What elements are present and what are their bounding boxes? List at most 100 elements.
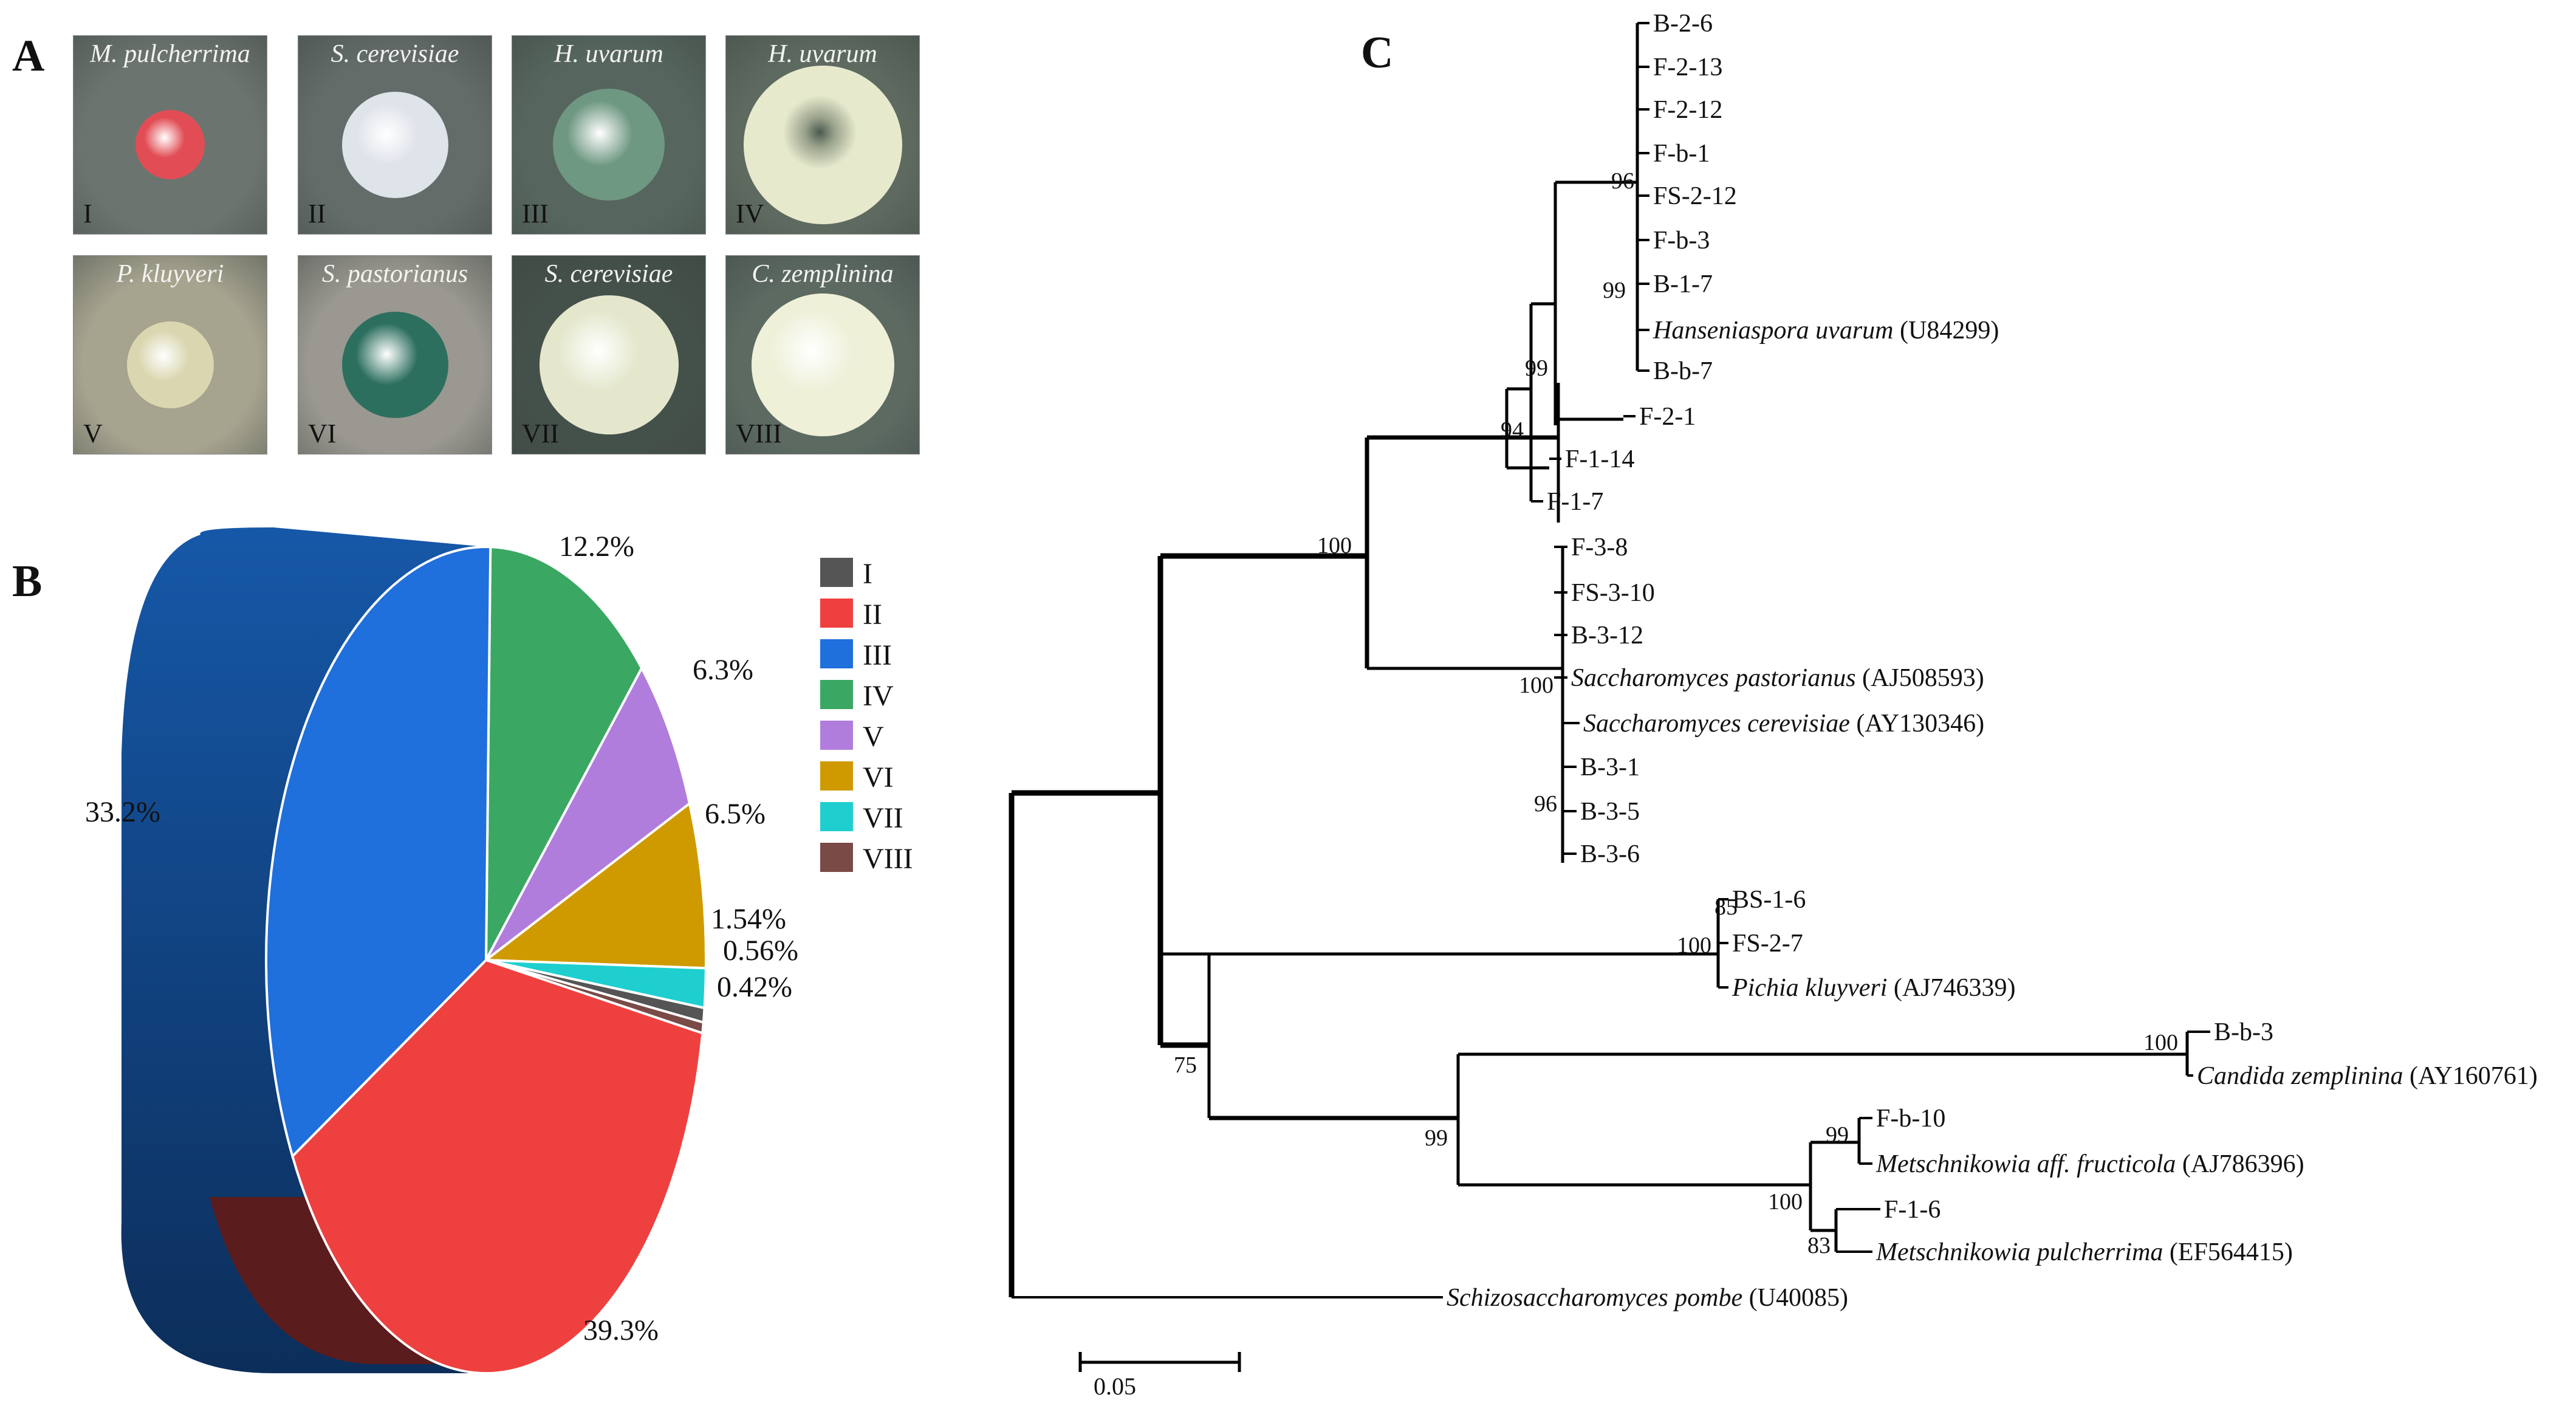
taxon-name: BS-1-6 [1732,886,1806,914]
legend-swatch-viii [820,843,853,872]
legend-swatch-iv [820,680,853,709]
taxon-name: F-2-1 [1639,403,1696,431]
colony-disc [135,110,205,179]
accession-number: (AJ786396) [2176,1150,2304,1178]
accession-number: (AY130346) [1850,710,1984,738]
bootstrap-value: 100 [1317,533,1352,558]
colony-disc [744,66,902,224]
pie-label-ii: 39.3% [583,1314,659,1346]
taxon-label: F-1-6 [1884,1196,1941,1224]
legend-swatch-v [820,721,853,750]
bootstrap-value: 100 [2143,1030,2178,1055]
taxon-label: Hanseniaspora uvarum (U84299) [1653,317,1999,345]
taxon-label: F-b-10 [1876,1105,1945,1133]
isolate-type-numeral: III [522,199,549,228]
legend-label-viii: VIII [863,843,913,875]
legend-swatch-i [820,558,853,587]
taxon-label: F-3-8 [1571,533,1628,561]
taxon-label: F-2-13 [1653,53,1722,81]
pie-label-v: 6.3% [693,654,753,686]
legend-label-iv: IV [863,680,894,712]
pie-slice-iii [265,546,492,1159]
species-label: H. uvarum [768,40,877,68]
legend-swatch-vi [820,761,853,791]
pie-label-iii: 33.2% [85,796,160,828]
species-label: M. pulcherrima [90,40,250,68]
taxon-label: B-3-1 [1580,753,1640,781]
bootstrap-value: 99 [1603,278,1626,303]
pie-slice-ii [291,958,704,1374]
isolate-type-numeral: IV [736,199,764,228]
colony-disc [342,92,448,198]
pie-label-i: 0.56% [723,935,798,967]
accession-number: (U40085) [1742,1284,1848,1312]
taxon-name: F-1-14 [1565,445,1634,473]
taxon-name: F-b-1 [1653,140,1710,168]
taxon-label: F-2-1 [1639,403,1696,431]
taxon-label: F-b-1 [1653,140,1710,168]
taxon-label: F-1-7 [1547,488,1603,516]
taxon-label: Pichia kluyveri (AJ746339) [1732,974,2016,1002]
legend-label-ii: II [863,599,882,631]
taxon-label: B-2-6 [1653,10,1713,38]
legend-label-iii: III [863,639,892,671]
isolate-type-numeral: VI [308,419,337,448]
bootstrap-value: 100 [1768,1189,1803,1215]
bootstrap-value: 94 [1501,417,1524,443]
taxon-name: Pichia kluyveri [1732,974,1887,1002]
legend-swatch-ii [820,599,853,628]
pie-label-iv: 12.2% [559,530,634,563]
colony-disc [342,312,448,418]
pie-slice-iv [485,546,643,961]
isolate-type-numeral: V [83,419,103,448]
taxon-label: B-b-7 [1653,357,1713,385]
isolate-type-numeral: VII [522,419,560,448]
phylogenetic-tree: B-2-6F-2-13F-2-12F-b-1FS-2-12F-b-3B-1-7H… [1009,10,2538,1400]
legend-label-v: V [863,721,884,753]
isolate-type-numeral: VIII [736,419,782,448]
taxon-label: FS-2-12 [1653,182,1737,210]
taxon-name: F-b-3 [1653,227,1710,255]
taxon-name: B-b-3 [2214,1018,2273,1046]
legend-label-i: I [863,558,872,590]
taxon-name: Metschnikowia aff. fructicola [1875,1150,2176,1178]
panel-letter-a: A [12,31,45,81]
panel-letter-c: C [1361,28,1394,78]
taxon-name: B-b-7 [1653,357,1713,385]
bootstrap-value: 96 [1534,791,1557,817]
taxon-name: F-2-12 [1653,96,1722,124]
taxon-label: B-1-7 [1653,270,1713,298]
taxon-label: F-b-3 [1653,227,1710,255]
pie-label-viii: 0.42% [717,971,792,1003]
taxon-name: F-b-10 [1876,1105,1945,1133]
legend-swatch-vii [820,802,853,831]
species-label: H. uvarum [554,40,663,68]
taxon-label: FS-2-7 [1732,930,1803,958]
taxon-name: B-3-6 [1580,840,1640,868]
species-label: P. kluyveri [116,260,224,288]
taxon-name: B-3-1 [1580,753,1640,781]
taxon-label: Saccharomyces pastorianus (AJ508593) [1571,664,1984,692]
accession-number: (AY160761) [2403,1062,2538,1090]
colony-disc [127,321,214,408]
pie-slice-vi [482,801,707,970]
taxon-label: Schizosaccharomyces pombe (U40085) [1447,1284,1848,1312]
bootstrap-value: 75 [1174,1052,1197,1078]
taxon-label: Metschnikowia pulcherrima (EF564415) [1875,1238,2293,1266]
pie-slice-v [485,665,691,961]
taxon-name: F-2-13 [1653,53,1722,81]
taxon-label: FS-3-10 [1571,579,1655,607]
taxon-name: B-3-12 [1571,622,1643,650]
species-label: S. pastorianus [321,260,468,288]
isolate-type-numeral: I [83,199,92,228]
taxon-name: Candida zemplinina [2197,1062,2403,1090]
species-label: S. cerevisiae [544,260,673,288]
taxon-name: Hanseniaspora uvarum [1653,317,1894,345]
